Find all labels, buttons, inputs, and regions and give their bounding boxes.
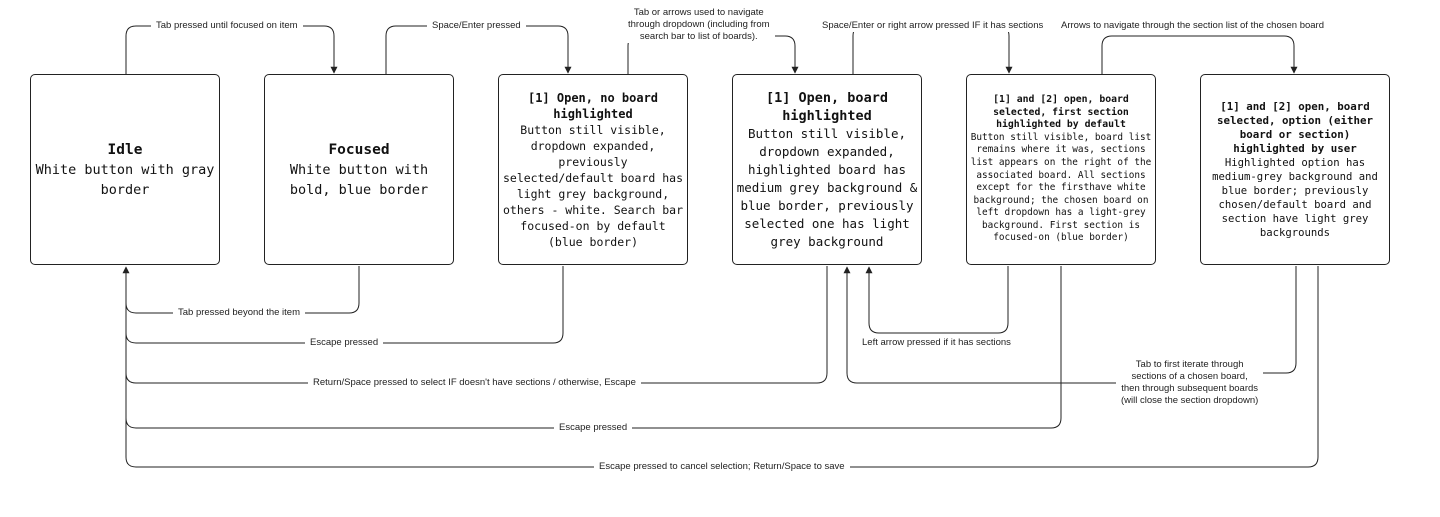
label-escape-cancel: Escape pressed to cancel selection; Retu… (594, 461, 850, 473)
state-description: White button with bold, blue border (289, 161, 429, 198)
arrow-highlighted-to-sections (852, 25, 1013, 74)
label-space-enter-right-arrow: Space/Enter or right arrow pressed IF it… (817, 20, 1049, 32)
label-return-space-select: Return/Space pressed to select IF doesn'… (308, 377, 641, 389)
state-idle: Idle White button with gray border (30, 74, 220, 265)
state-open-no-highlight: [1] Open, no board highlighted Button st… (498, 74, 688, 265)
state-open-option-highlighted: [1] and [2] open, board selected, option… (1200, 74, 1390, 265)
label-tab-or-arrows: Tab or arrows used to navigate through d… (623, 7, 775, 43)
label-space-enter: Space/Enter pressed (427, 20, 526, 32)
label-escape-pressed-2: Escape pressed (554, 422, 633, 434)
label-tab-until-focused: Tab pressed until focused on item (151, 20, 303, 32)
state-focused: Focused White button with bold, blue bor… (264, 74, 454, 265)
state-title: Idle (107, 141, 143, 158)
arrow-sections-to-idle (125, 266, 1062, 429)
label-escape-pressed: Escape pressed (305, 337, 384, 349)
arrow-focused-to-open (385, 25, 572, 74)
state-open-board-highlighted: [1] Open, board highlighted Button still… (732, 74, 922, 265)
arrow-sections-to-option (1101, 35, 1298, 74)
state-title: [1] Open, board highlighted (766, 89, 888, 124)
state-open-first-section: [1] and [2] open, board selected, first … (966, 74, 1156, 265)
state-title: Focused (328, 141, 390, 158)
arrow-open-to-idle (125, 266, 564, 344)
state-title: [1] and [2] open, board selected, first … (993, 93, 1129, 131)
state-description: Button still visible, board list remains… (970, 131, 1152, 244)
state-description: Highlighted option has medium-grey backg… (1212, 156, 1378, 239)
label-tab-first-iterate: Tab to first iterate through sections of… (1116, 359, 1264, 407)
state-description: Button still visible, dropdown expanded,… (502, 122, 683, 249)
state-description: White button with gray border (35, 161, 215, 198)
label-left-arrow: Left arrow pressed if it has sections (857, 337, 1016, 349)
state-description: Button still visible, dropdown expanded,… (736, 125, 918, 249)
arrow-focused-to-idle (125, 266, 360, 314)
label-arrows-sections: Arrows to navigate through the section l… (1056, 20, 1329, 32)
arrow-highlighted-to-idle (125, 266, 828, 384)
arrow-idle-to-focused (125, 25, 338, 74)
state-title: [1] Open, no board highlighted (527, 90, 659, 121)
label-tab-beyond: Tab pressed beyond the item (173, 307, 305, 319)
state-title: [1] and [2] open, board selected, option… (1216, 99, 1373, 155)
arrow-sections-to-highlighted (865, 266, 1009, 334)
